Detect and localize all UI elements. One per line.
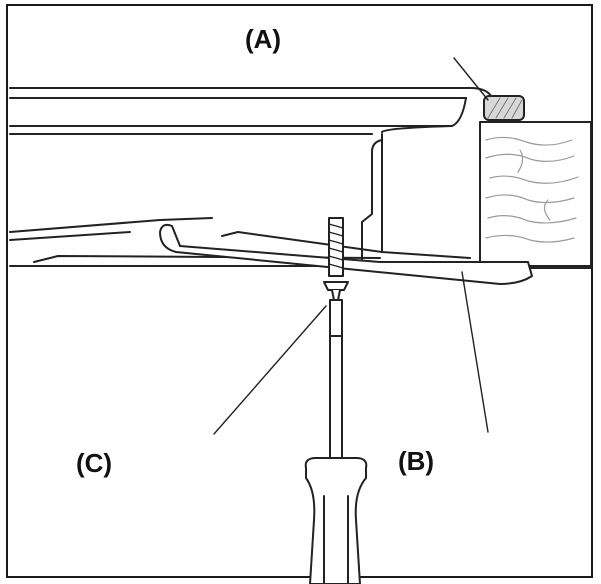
sealant-gasket <box>483 95 525 121</box>
label-a: (A) <box>245 24 282 54</box>
clip-screw <box>323 217 349 291</box>
label-b: (B) <box>398 446 435 476</box>
wood-countertop <box>479 121 592 269</box>
screwdriver <box>304 289 368 584</box>
label-c: (C) <box>76 448 113 478</box>
sink-rim <box>9 87 493 135</box>
mounting-clip <box>159 223 533 285</box>
leader-lines <box>213 57 489 435</box>
